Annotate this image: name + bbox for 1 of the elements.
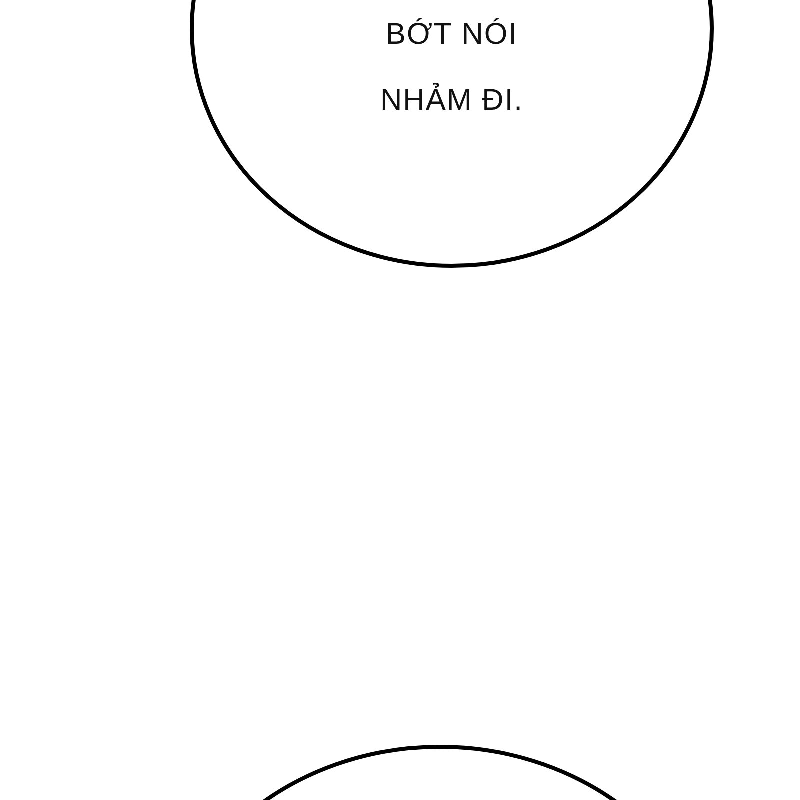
bubble-text: BỚT NÓI NHẢM ĐI. — [380, 17, 524, 119]
